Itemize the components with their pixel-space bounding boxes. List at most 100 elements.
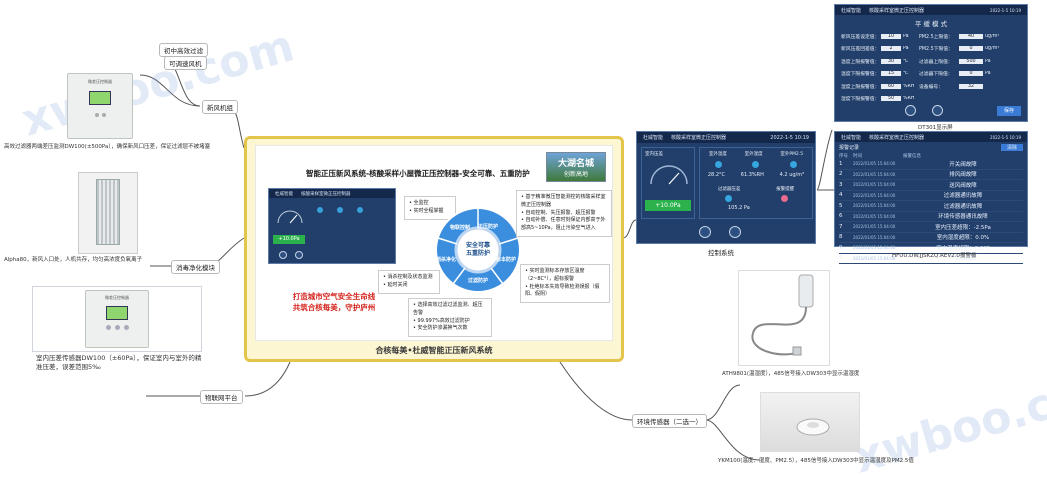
calligraphy-line1: 大湖名城 (557, 159, 594, 169)
setting-label: PM2.5上限值： (919, 34, 953, 40)
connector-control (622, 219, 637, 239)
filter-icon (724, 195, 732, 202)
setting-label: 湿度上限报警值： (841, 84, 880, 90)
protection-ring (435, 207, 521, 293)
alarm-cell-m: 开关阀故障 (949, 256, 977, 263)
ykm100-caption: YKM100(温度、湿度、PM2.5），485信号接入DW303中显示温湿度及P… (718, 458, 914, 464)
alarm-label: 报警提醒 (776, 187, 795, 192)
setting-label: PM2.5下限值： (919, 47, 953, 53)
alarm-cell-n: 1 (839, 160, 843, 167)
setting-value-input[interactable]: 40 (959, 33, 983, 39)
alarm-cell-t: 2022/01/05 15:04:00 (853, 245, 896, 251)
setting-value-input[interactable]: 50 (881, 96, 901, 102)
ath9801-sensor-icon (751, 274, 814, 356)
humidity-label: 室外湿度 (744, 152, 763, 157)
mini-gauge-icon (277, 210, 303, 224)
alarm-cell-n: 5 (839, 202, 843, 209)
setting-value-input[interactable]: 0 (959, 71, 983, 77)
ring-center: 安全可靠 五重防护 (457, 242, 499, 258)
alarm-cell-m: 室内压差超限：-2.5Pa (935, 224, 991, 231)
alarm-cell-n: 9 (839, 244, 843, 251)
setting-label: 温度下限报警值： (841, 72, 880, 78)
setting-value-input[interactable]: 2 (881, 46, 901, 52)
dt301-bars-icon[interactable] (932, 105, 943, 116)
indoor-device-lcd (106, 306, 128, 320)
dt301-save-button[interactable]: 保存 (997, 106, 1021, 116)
connector-env (559, 361, 633, 421)
alarm-cell-t: 2022/01/05 15:04:00 (853, 255, 896, 261)
node-control-system[interactable]: 控制系统 (704, 246, 738, 258)
env-card: 室外温度 室外湿度 室外PM2.5 28.2°C 61.3%RH 4.2 ug/… (699, 147, 813, 219)
mini-temp-icon (317, 207, 323, 213)
main-panel-time: 2022-1-5 10:19 (770, 134, 809, 141)
dt301-panel: 杜威智能 核酸采样室微正压控制器 2022-1-5 10:19 平 缓 模 式 … (834, 4, 1028, 122)
filter-item: 安全防护渗漏换气次数 (413, 325, 487, 333)
mini-controller-panel: 杜威智能 核酸采样室微正压控制器 +10.0Pa (268, 188, 396, 264)
alarm-cell-n: 4 (839, 192, 843, 199)
center-content-card: 智能正压新风系统-核酸采样小屋微正压控制器-安全可靠、五重防护 大湖名城 创新高… (255, 145, 613, 341)
setting-value-input[interactable]: 32 (959, 83, 983, 89)
node-variable-fan[interactable]: 可调速风机 (164, 56, 207, 70)
node-purify-module[interactable]: 消毒净化模块 (171, 260, 220, 274)
setting-value-input[interactable]: 30 (881, 58, 901, 64)
dt301-time: 2022-1-5 10:19 (990, 7, 1021, 13)
ring-seg-pressure: 正压防护 (478, 224, 499, 230)
calligraphy-banner: 大湖名城 创新高地 (546, 152, 606, 182)
alarm-panel-time: 2022-1-5 10:19 (990, 134, 1021, 140)
box-monitoring: 全监控 实时全程掌握 (404, 196, 456, 220)
ykm100-sensor-icon (796, 418, 830, 436)
main-controller-panel: 杜威智能 核酸采样室微正压控制器 2022-1-5 10:19 室内压差 +10… (636, 131, 816, 244)
alarm-cell-t: 2022/01/05 15:04:00 (853, 161, 896, 167)
center-topic[interactable]: 智能正压新风系统-核酸采样小屋微正压控制器-安全可靠、五重防护 大湖名城 创新高… (244, 136, 624, 362)
setting-value-input[interactable]: 15 (881, 71, 901, 77)
node-primary-filter[interactable]: 初中高效过滤 (159, 43, 208, 57)
setting-unit: Pa (985, 58, 991, 64)
mini-humidity-icon (337, 207, 343, 213)
alarm-cell-m: 过滤器通讯故障 (943, 203, 983, 210)
alarm-clear-button[interactable]: 清除 (1000, 144, 1023, 151)
node-fresh-air-unit[interactable]: 新风机组 (202, 100, 238, 114)
ring-seg-disinfect: 消杀净化 (436, 257, 457, 263)
dt301-grid-icon[interactable] (905, 105, 916, 116)
node-iot-platform[interactable]: 物联网平台 (200, 390, 243, 404)
alarm-cell-m: 室内温度超限：0.0℃ (936, 245, 990, 252)
purify-caption: Alpha80，新风入口处，人机共存，均匀高浓度负氧离子 (4, 257, 143, 263)
alarm-row[interactable]: 9 2022/01/05 15:04:00 室内温度超限：0.0℃ (839, 243, 1023, 254)
specimen-item: 实时监测标本存放区温度（2~8C°），超标报警 (525, 268, 605, 284)
box-filter: 选择高效过滤过滤监测、超压告警 99.997%高效过滤防护 安全防护渗漏换气次数 (408, 298, 492, 337)
setting-value-input[interactable]: 60 (881, 83, 901, 89)
ring-seg-iot: 物联控制 (450, 225, 471, 231)
device-button (105, 325, 111, 330)
setting-value-input[interactable]: 10 (881, 33, 901, 39)
alarm-col-time: 时间 (853, 154, 862, 159)
pressure-item: 自动控制、失压报警、超压报警 (521, 210, 607, 218)
dt301-setting-row: 湿度下限报警值：50%RH (835, 93, 1027, 106)
grid-menu-icon[interactable] (699, 226, 711, 238)
alarm-cell-n: 6 (839, 213, 843, 220)
setting-label: 温度上限报警值： (841, 59, 880, 65)
bars-menu-icon[interactable] (729, 226, 741, 238)
mini-bars-icon (295, 251, 303, 259)
disinfect-item: 延时关闭 (383, 282, 435, 290)
setting-unit: %RH (903, 83, 915, 89)
node-env-sensor[interactable]: 环境传感器（二选一） (632, 414, 707, 428)
setting-value-input[interactable]: 0 (959, 46, 983, 52)
setting-label: 新风压差回差值： (841, 47, 880, 53)
device-button (101, 113, 106, 117)
setting-value-input[interactable]: 500 (959, 58, 983, 64)
mini-brand: 杜威智能 (275, 191, 293, 197)
alarm-cell-t: 2022/01/05 15:04:00 (853, 182, 896, 188)
filter-value: 105.2 Pa (728, 205, 750, 211)
alarm-panel-title: 核酸采样室微正压控制器 (869, 134, 925, 141)
